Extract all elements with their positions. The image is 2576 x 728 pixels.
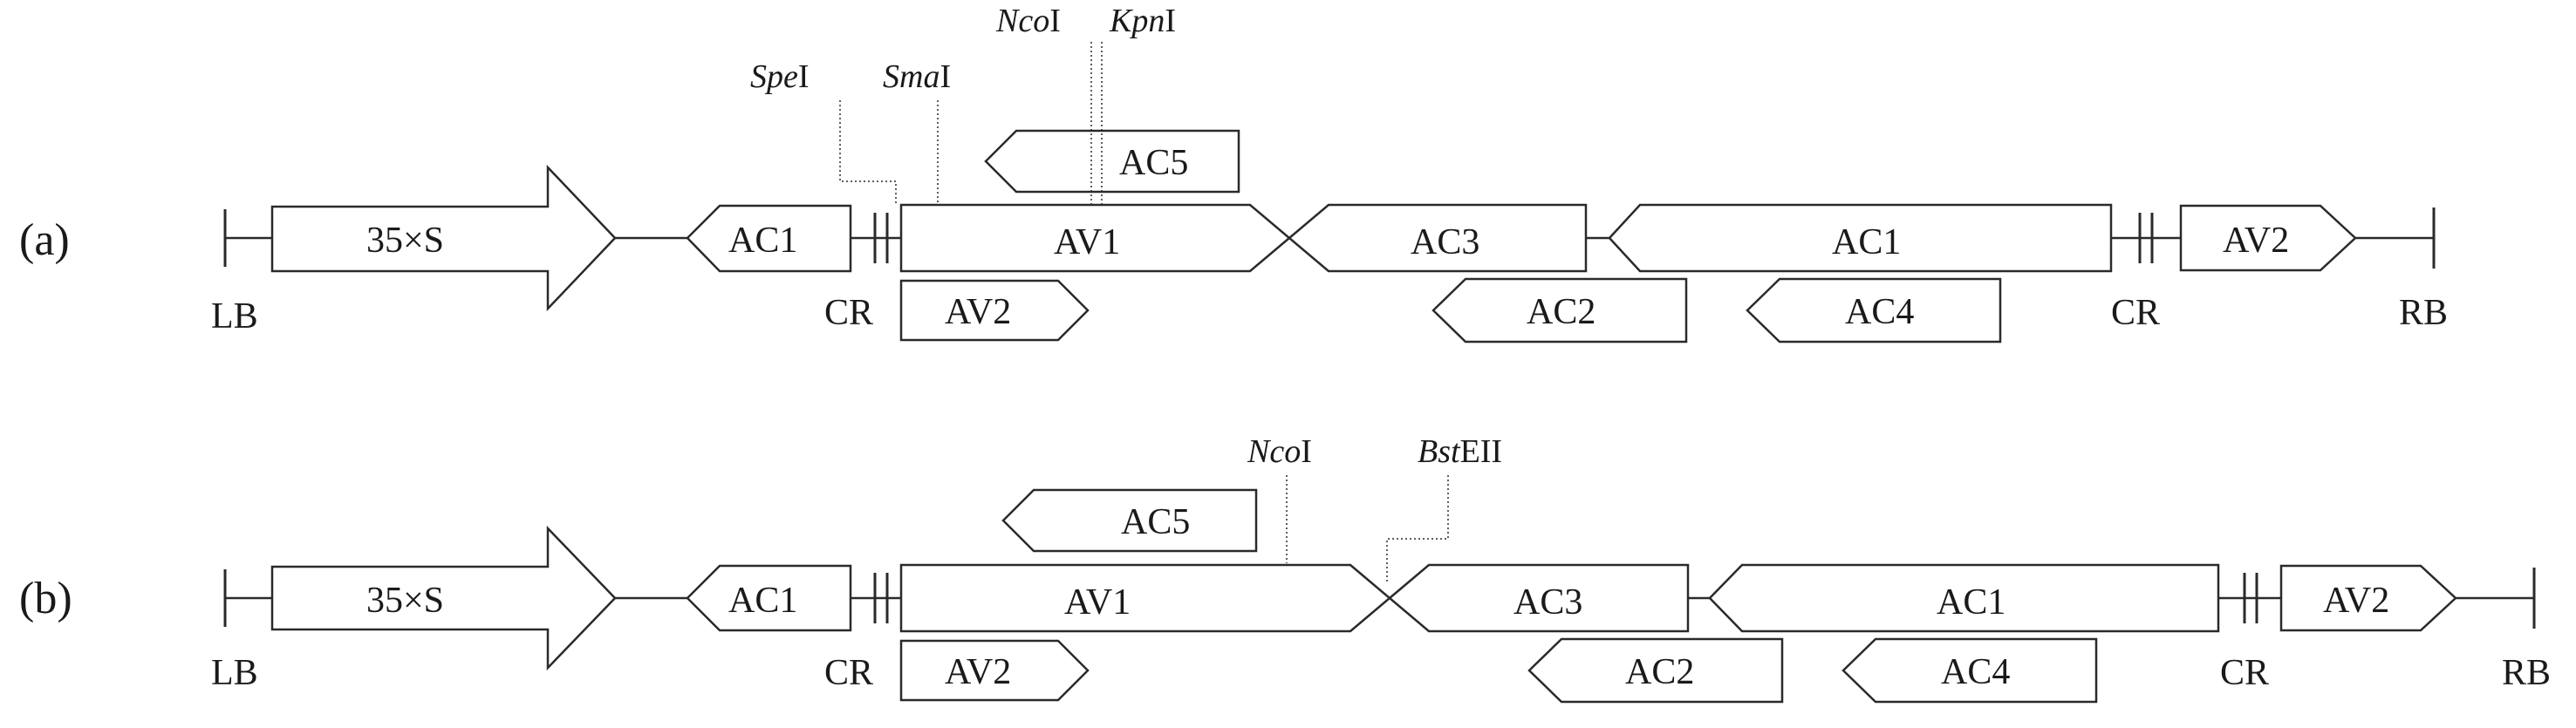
gene-av2-lower-label: AV2	[945, 652, 1011, 692]
panel-label-b: (b)	[19, 574, 72, 623]
gene-av1	[899, 203, 1291, 273]
gene-ac3	[1288, 203, 1588, 273]
site-label-kpn1: KpnI	[1109, 3, 1176, 39]
promoter-label: 35×S	[366, 221, 444, 261]
gene-ac5	[1001, 488, 1258, 553]
gene-ac5-label: AC5	[1121, 502, 1190, 542]
gene-ac2	[1431, 277, 1688, 344]
gene-ac3	[1388, 563, 1690, 633]
site-label-nco1: NcoI	[995, 3, 1061, 39]
gene-ac1-right-label: AC1	[1937, 582, 2005, 623]
cr-right-label: CR	[2220, 653, 2269, 693]
gene-av2-right	[2279, 564, 2457, 632]
gene-av2-lower	[899, 279, 1090, 342]
rb-label: RB	[2502, 653, 2551, 693]
gene-ac5	[984, 129, 1240, 194]
gene-ac4	[1841, 637, 2098, 704]
gene-av2-lower	[899, 639, 1090, 702]
gene-ac1-left	[686, 564, 852, 632]
gene-av1-label: AV1	[1054, 222, 1120, 262]
gene-ac1-left-label: AC1	[728, 581, 797, 621]
site-leader-line	[1386, 475, 1449, 584]
gene-ac3-label: AC3	[1513, 582, 1582, 623]
gene-av2-right	[2179, 204, 2357, 272]
gene-ac1-right	[1708, 563, 2220, 633]
gene-av2-lower-label: AV2	[945, 292, 1011, 332]
gene-ac1-left	[686, 204, 852, 273]
panel-label-a: (a)	[19, 215, 70, 265]
gene-ac4-label: AC4	[1941, 652, 2010, 692]
gene-ac2-label: AC2	[1527, 292, 1595, 332]
site-label-nco1: NcoI	[1247, 433, 1312, 470]
rb-label: RB	[2399, 293, 2448, 333]
site-spe1: SpeI	[750, 58, 897, 205]
gene-ac2	[1527, 637, 1784, 704]
promoter-arrow	[270, 164, 617, 312]
gene-ac1-right-label: AC1	[1832, 222, 1901, 262]
gene-ac4	[1746, 277, 2002, 344]
cr-left-label: CR	[824, 293, 873, 333]
site-nco1: NcoI	[995, 3, 1092, 205]
site-label-spe1: SpeI	[750, 58, 810, 95]
site-label-sma1: SmaI	[883, 58, 951, 95]
panel-b: (b) LB RB 35×S AC1 CR AV1 AC3 AC1	[19, 433, 2551, 704]
site-sma1: SmaI	[883, 58, 951, 205]
site-label-bsteii: BstEII	[1418, 433, 1502, 470]
gene-ac3-label: AC3	[1411, 222, 1479, 262]
lb-label: LB	[211, 296, 258, 337]
gene-ac4-label: AC4	[1845, 292, 1914, 332]
site-kpn1: KpnI	[1101, 3, 1176, 205]
gene-av1-label: AV1	[1064, 582, 1131, 623]
gene-av2-right-label: AV2	[2323, 581, 2389, 621]
cr-left-label: CR	[824, 653, 873, 693]
panel-a: (a) LB RB 35×S AC1 CR AV1 AC3 AC1	[19, 3, 2448, 344]
site-nco1: NcoI	[1247, 433, 1312, 563]
promoter-arrow	[270, 525, 617, 671]
cr-right-label: CR	[2111, 293, 2160, 333]
gene-ac2-label: AC2	[1625, 652, 1694, 692]
promoter-label: 35×S	[366, 581, 444, 621]
gene-ac1-left-label: AC1	[728, 221, 797, 261]
lb-label: LB	[211, 653, 258, 693]
gene-av2-right-label: AV2	[2223, 221, 2289, 261]
site-leader-line	[839, 100, 897, 205]
site-bsteii: BstEII	[1386, 433, 1502, 584]
gene-ac1-right	[1608, 203, 2113, 273]
gene-av1	[899, 563, 1391, 633]
gene-ac5-label: AC5	[1119, 143, 1188, 183]
